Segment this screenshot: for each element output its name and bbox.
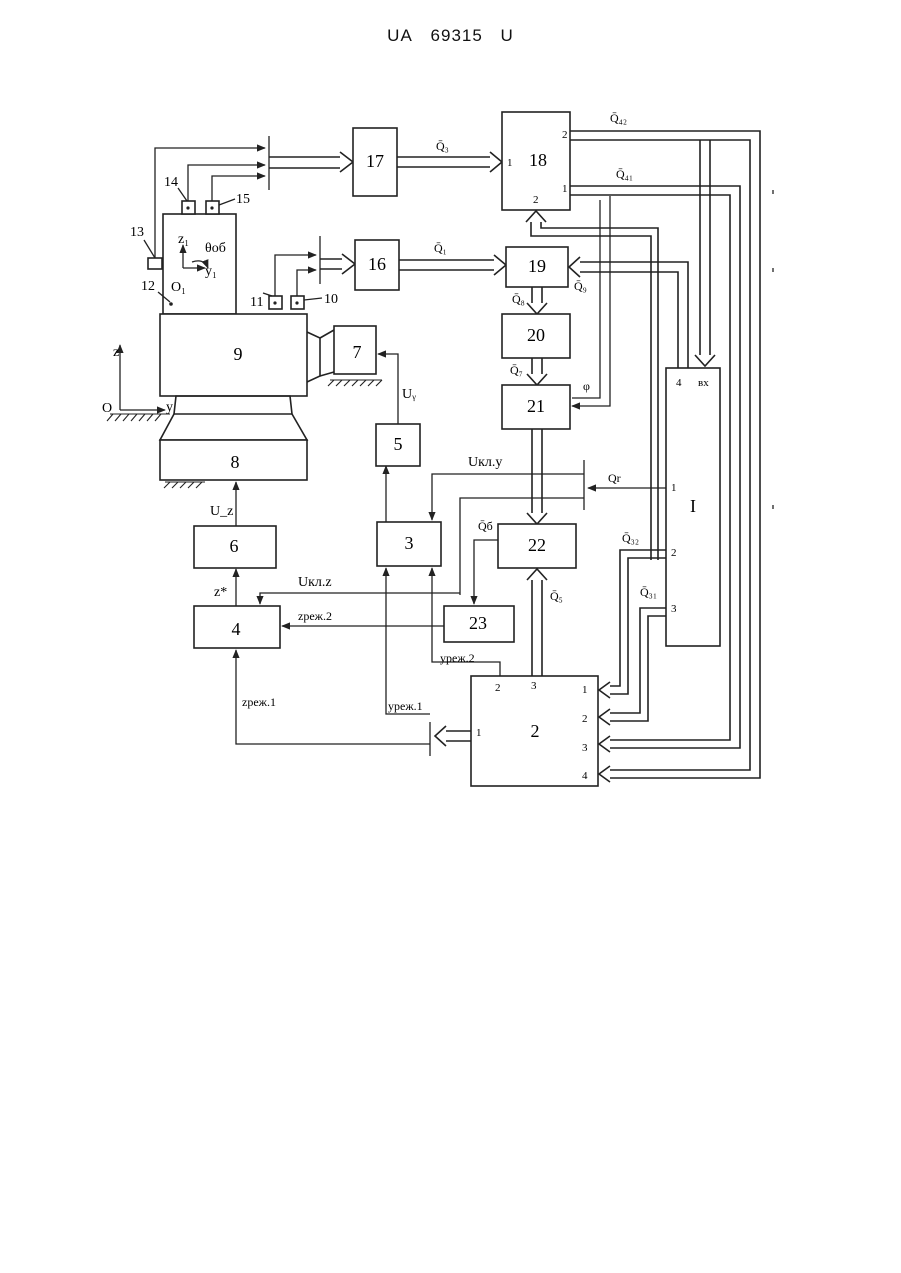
item-11-label: 11 bbox=[250, 295, 263, 310]
port-18-out2: 2 bbox=[562, 129, 568, 141]
signal-Uklz: Uкл.z bbox=[298, 575, 332, 590]
block-4-label: 4 bbox=[232, 619, 241, 639]
signal-zstar: z* bbox=[214, 585, 227, 600]
port-2-r2: 2 bbox=[582, 713, 588, 725]
port-18-in2: 2 bbox=[533, 194, 539, 206]
signal-Uy: Uᵧ bbox=[402, 387, 416, 402]
block-9-label: 9 bbox=[234, 344, 243, 364]
port-I-1: 1 bbox=[671, 482, 677, 494]
label-z1: z₁ bbox=[178, 232, 189, 247]
port-2-r3: 3 bbox=[582, 742, 588, 754]
block-18-label: 18 bbox=[529, 150, 547, 170]
block-7-label: 7 bbox=[353, 342, 362, 362]
signal-Q32: Q̄₃₂ bbox=[622, 531, 639, 545]
signal-Q3: Q̄₃ bbox=[436, 139, 449, 153]
block-3-label: 3 bbox=[405, 533, 414, 553]
signal-zrezh1: zреж.1 bbox=[242, 695, 276, 709]
port-2-in1: 1 bbox=[476, 727, 482, 739]
signal-Ukly: Uкл.y bbox=[468, 455, 502, 470]
signal-Q7: Q̄₇ bbox=[510, 363, 523, 377]
label-z: z bbox=[113, 345, 119, 360]
signal-Q31: Q̄₃₁ bbox=[640, 585, 657, 599]
label-theta: θоб bbox=[205, 241, 226, 256]
item-13-label: 13 bbox=[130, 225, 144, 240]
label-y: y bbox=[166, 400, 173, 415]
item-14-label: 14 bbox=[164, 175, 178, 190]
label-O: O bbox=[102, 401, 112, 416]
block-20-label: 20 bbox=[527, 325, 545, 345]
label-y1: y₁ bbox=[205, 264, 217, 279]
signal-Uz: U_z bbox=[210, 504, 233, 519]
signal-Q41: Q̄₄₁ bbox=[616, 167, 633, 181]
item-10-label: 10 bbox=[324, 292, 338, 307]
port-2-r1: 1 bbox=[582, 684, 588, 696]
signal-Qr: Qr bbox=[608, 471, 621, 485]
port-18-out1: 1 bbox=[562, 183, 568, 195]
port-2-in3: 3 bbox=[531, 680, 537, 692]
signal-yrezh1: yреж.1 bbox=[388, 699, 423, 713]
block-23-label: 23 bbox=[469, 613, 487, 633]
port-I-vx: вх bbox=[698, 377, 709, 389]
block-8-label: 8 bbox=[231, 452, 240, 472]
block-6-label: 6 bbox=[230, 536, 239, 556]
block-21-label: 21 bbox=[527, 396, 545, 416]
body-12 bbox=[163, 214, 236, 314]
signal-phi: φ bbox=[583, 379, 590, 393]
port-2-r4: 4 bbox=[582, 770, 588, 782]
port-2-in2: 2 bbox=[495, 682, 501, 694]
block-17-label: 17 bbox=[366, 151, 384, 171]
signal-Q9: Q̄₉ bbox=[574, 279, 587, 293]
port-18-in1: 1 bbox=[507, 157, 513, 169]
port-I-2: 2 bbox=[671, 547, 677, 559]
sensor-13 bbox=[148, 258, 162, 269]
block-5-label: 5 bbox=[394, 434, 403, 454]
block-19-label: 19 bbox=[528, 256, 546, 276]
signal-Q5: Q̄₅ bbox=[550, 589, 563, 603]
signal-Q8: Q̄₈ bbox=[512, 292, 525, 306]
port-I-3: 3 bbox=[671, 603, 677, 615]
signal-Qb: Q̄б bbox=[478, 519, 493, 533]
signal-Q1: Q̄₁ bbox=[434, 241, 447, 255]
signal-yrezh2: yреж.2 bbox=[440, 651, 475, 665]
item-12-label: 12 bbox=[141, 279, 155, 294]
block-2-label: 2 bbox=[531, 721, 540, 741]
item-15-label: 15 bbox=[236, 192, 250, 207]
port-I-4: 4 bbox=[676, 377, 682, 389]
block-I-label: I bbox=[690, 496, 696, 516]
signal-Q42: Q̄₄₂ bbox=[610, 111, 627, 125]
signal-zrezh2: zреж.2 bbox=[298, 609, 332, 623]
block-22-label: 22 bbox=[528, 535, 546, 555]
label-O1: O₁ bbox=[171, 280, 186, 295]
block-16-label: 16 bbox=[368, 254, 386, 274]
